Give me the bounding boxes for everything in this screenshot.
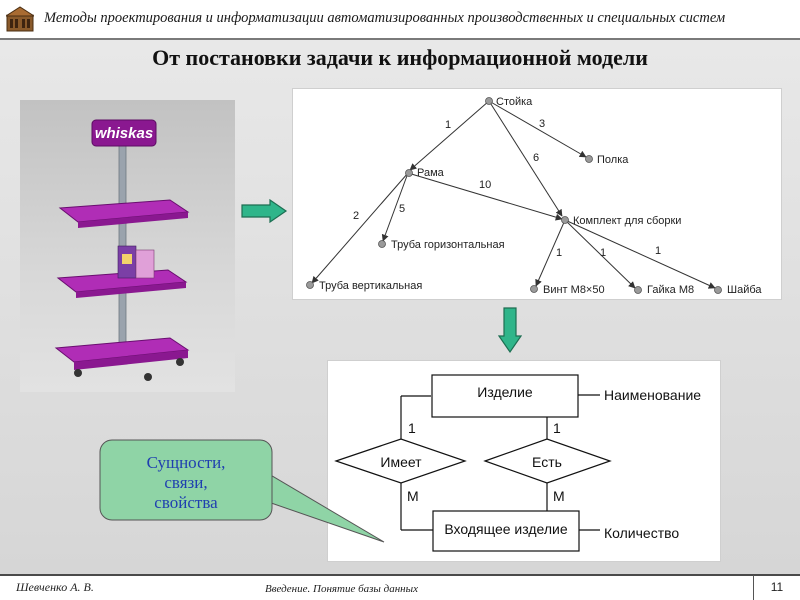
slide-title: От постановки задачи к информационной мо… — [152, 45, 648, 70]
edge-rama-truba-gor — [381, 172, 409, 242]
product-structure-tree: Стойка Рама Полка Комплект для сборки Тр… — [292, 88, 782, 300]
weight-stoika-komplekt: 6 — [533, 152, 539, 164]
edge-komplekt-vint — [535, 219, 566, 287]
node-truba-vert — [306, 281, 314, 289]
attr-bottom-label: Количество — [604, 525, 679, 541]
node-gaika — [634, 286, 642, 294]
callout-line-1: Сущности, — [146, 453, 226, 472]
label-polka: Полка — [597, 154, 629, 166]
node-polka — [585, 155, 593, 163]
display-stand-photo: whiskas — [20, 100, 235, 392]
edge-rama-komplekt — [407, 172, 563, 221]
rel-right-label: Есть — [532, 454, 562, 470]
callout-text: Сущности, связи, свойства — [100, 453, 272, 513]
entity-vkhodyashchee — [432, 510, 580, 552]
node-stoika — [485, 97, 493, 105]
node-shaiba — [714, 286, 722, 294]
weight-rama-truba-gor: 5 — [399, 203, 405, 215]
er-diagram: Изделие Входящее изделие Имеет Есть Наим… — [327, 360, 721, 562]
slide-header: Методы проектирования и информатизации а… — [0, 0, 800, 40]
label-rama: Рама — [417, 167, 445, 179]
relationship-est — [483, 438, 612, 484]
edge-komplekt-gaika — [564, 219, 636, 289]
node-vint — [530, 285, 538, 293]
footer-divider — [0, 574, 800, 576]
weight-rama-truba-vert: 2 — [353, 210, 359, 222]
edge-komplekt-shaiba — [564, 219, 716, 289]
node-komplekt — [561, 216, 569, 224]
callout-line-2: связи, — [164, 473, 208, 492]
edge-stoika-polka — [488, 100, 587, 158]
edge-stoika-rama — [409, 100, 490, 171]
arrow-down-icon — [498, 307, 522, 354]
card-right-bottom: М — [553, 488, 565, 504]
building-logo-icon — [6, 6, 34, 32]
label-stoika: Стойка — [496, 96, 533, 108]
rel-left-label: Имеет — [380, 454, 422, 470]
entity-top-label: Изделие — [477, 384, 533, 400]
label-truba-vert: Труба вертикальная — [319, 280, 422, 292]
card-left-bottom: М — [407, 488, 419, 504]
card-left-top: 1 — [408, 420, 416, 436]
page-number: 11 — [770, 580, 784, 594]
label-komplekt: Комплект для сборки — [573, 215, 681, 227]
label-vint: Винт М8×50 — [543, 284, 605, 296]
course-title: Методы проектирования и информатизации а… — [44, 10, 726, 26]
attr-top-label: Наименование — [604, 387, 701, 403]
node-truba-gor — [378, 240, 386, 248]
entity-bottom-label: Входящее изделие — [444, 521, 567, 537]
entity-izdelie — [431, 374, 579, 418]
header-divider — [0, 38, 800, 40]
weight-komplekt-vint: 1 — [556, 247, 562, 259]
node-rama — [405, 169, 413, 177]
edge-rama-truba-vert — [311, 172, 409, 284]
arrow-right-icon — [241, 199, 288, 223]
card-right-top: 1 — [553, 420, 561, 436]
weight-stoika-polka: 3 — [539, 118, 545, 130]
callout-line-3: свойства — [154, 493, 218, 512]
slide-footer — [0, 575, 800, 600]
label-shaiba: Шайба — [727, 284, 762, 296]
lecture-topic: Введение. Понятие базы данных — [265, 583, 418, 595]
author-name: Шевченко А. В. — [16, 580, 94, 594]
label-truba-gor: Труба горизонтальная — [391, 239, 505, 251]
edge-stoika-komplekt — [488, 100, 563, 217]
page-separator — [753, 575, 754, 600]
weight-stoika-rama: 1 — [445, 119, 451, 131]
weight-komplekt-shaiba: 1 — [655, 245, 661, 257]
label-gaika: Гайка М8 — [647, 284, 694, 296]
whiskas-logo: whiskas — [95, 125, 153, 142]
weight-rama-komplekt: 10 — [479, 179, 491, 191]
weight-komplekt-gaika: 1 — [600, 247, 606, 259]
